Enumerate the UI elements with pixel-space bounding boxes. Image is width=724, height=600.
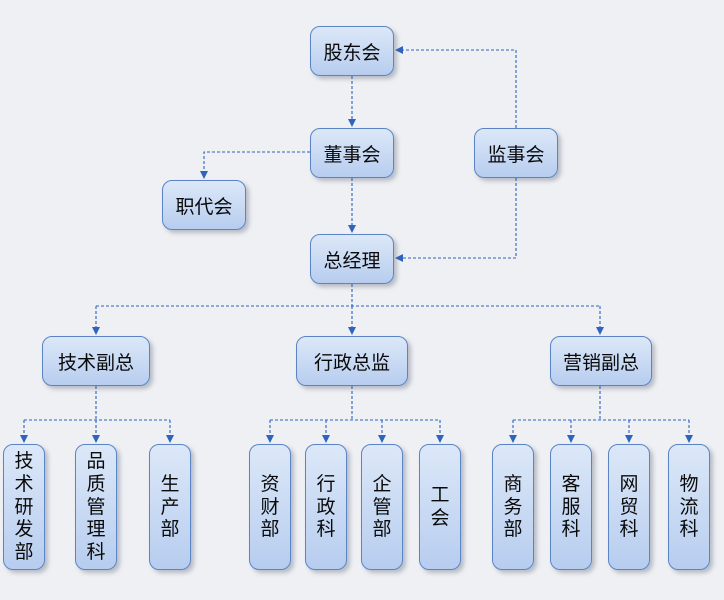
node-pinzhi-guanlike: 品质管理科 [75,444,117,570]
node-label: 股东会 [323,41,381,64]
node-label: 物流科 [679,472,699,541]
node-label: 营销副总 [562,351,639,374]
connector-jianshihui-zongjingli [395,178,517,262]
node-shangwubu: 商务部 [492,444,534,570]
node-label: 网贸科 [619,472,639,541]
node-label: 行政科 [316,472,336,541]
node-label: 董事会 [323,143,381,166]
node-label: 资财部 [260,472,280,541]
node-gudonghui: 股东会 [310,26,394,76]
node-jianshihui: 监事会 [474,128,558,178]
node-label: 监事会 [487,143,545,166]
node-gonghui: 工会 [419,444,461,570]
node-label: 商务部 [503,472,523,541]
node-label: 生产部 [160,472,180,541]
node-kefuke: 客服科 [550,444,592,570]
node-label: 企管部 [372,472,392,541]
node-label: 品质管理科 [86,450,106,564]
node-zicaibu: 资财部 [249,444,291,570]
node-label: 工会 [430,484,450,529]
connector-dongshihui-zhidaihui [200,151,310,179]
node-shengchanbu: 生产部 [149,444,191,570]
connector-jianshihui-gudonghui [395,46,517,128]
node-label: 总经理 [323,249,381,272]
node-jishu-fuzong: 技术副总 [42,336,150,386]
node-xingzheng-zongjian: 行政总监 [296,336,408,386]
node-zongjingli: 总经理 [310,234,394,284]
node-label: 技术副总 [57,351,134,374]
connector-jishu-bus [24,386,170,421]
node-zhidaihui: 职代会 [162,180,246,230]
node-dongshihui: 董事会 [310,128,394,178]
node-wuliuke: 物流科 [668,444,710,570]
node-yingxiao-fuzong: 营销副总 [550,336,652,386]
node-qiguanbu: 企管部 [361,444,403,570]
node-xingzhengke: 行政科 [305,444,347,570]
node-label: 职代会 [175,195,233,218]
node-label: 客服科 [561,472,581,541]
node-jishu-yanfabu: 技术研发部 [3,444,45,570]
node-label: 技术研发部 [14,450,34,564]
connector-xingzheng-bus [270,386,440,421]
node-label: 行政总监 [313,351,390,374]
connector-yingxiao-bus [513,386,689,421]
node-wangmaoke: 网贸科 [608,444,650,570]
